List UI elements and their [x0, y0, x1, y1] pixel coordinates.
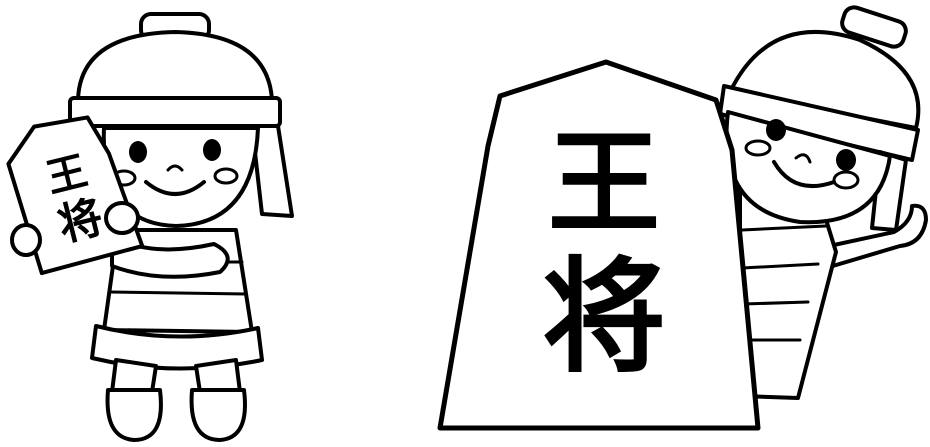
- right-shirt-stripe-3: [742, 300, 810, 306]
- left-arm: [110, 234, 230, 279]
- left-hand-right: [104, 201, 140, 235]
- shogi-piece-icon: [6, 115, 145, 276]
- right-child: [718, 5, 928, 400]
- large-shogi-piece: 王 将: [437, 59, 761, 431]
- right-eye-right: [836, 149, 856, 171]
- left-hair-right: [250, 124, 294, 218]
- right-nose: [794, 153, 812, 164]
- right-shirt-stripe-2: [740, 262, 820, 270]
- right-arm: [818, 203, 928, 270]
- small-shogi-piece: 王 将: [6, 115, 145, 276]
- left-cheek-right: [213, 167, 239, 185]
- right-cheek-left: [744, 139, 772, 157]
- large-piece-bottom-char: 将: [542, 245, 666, 390]
- left-leg-left: [110, 358, 158, 394]
- left-boot-right: [189, 388, 247, 442]
- large-piece-top-char: 王: [548, 118, 660, 249]
- left-eye-right: [203, 139, 221, 161]
- left-child: [68, 12, 294, 442]
- shogi-piece-icon: [437, 59, 761, 431]
- right-helmet-knob: [840, 5, 908, 49]
- left-leg-right: [194, 358, 242, 394]
- left-eye-left: [129, 141, 147, 163]
- right-cheek-right: [832, 170, 860, 190]
- left-boot-left: [105, 388, 163, 442]
- right-helmet-band: [718, 84, 920, 162]
- right-helmet-dome: [728, 30, 921, 130]
- left-hand-left: [10, 223, 42, 257]
- left-helmet-band: [68, 96, 282, 128]
- right-mouth: [772, 160, 836, 188]
- right-eye-left: [766, 119, 786, 141]
- left-helmet-dome: [76, 30, 274, 102]
- left-mouth: [144, 180, 206, 196]
- left-shirt-stripe-2: [108, 290, 248, 296]
- left-nose: [166, 164, 184, 172]
- right-shirt-stripe-1: [740, 224, 828, 232]
